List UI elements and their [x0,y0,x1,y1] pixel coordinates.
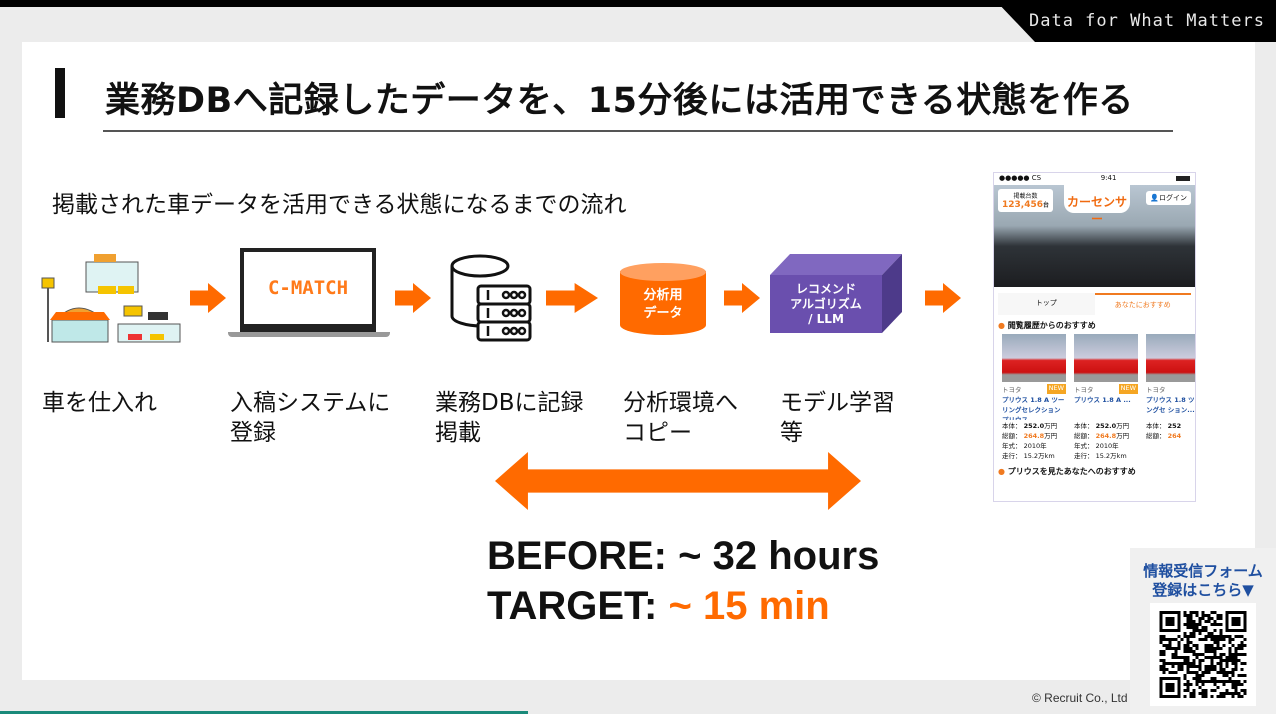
qr-code[interactable] [1150,603,1256,706]
section-heading: ● プリウスを見たあなたへのおすすめ [998,467,1136,476]
brand-logo: カーセンサー [1064,185,1130,226]
box-side [882,254,902,333]
top-bar [0,0,1276,7]
qr-caption: 情報受信フォーム登録はこちら▼ [1143,562,1263,599]
tab-recommend[interactable]: あなたにおすすめ [1094,293,1191,315]
step-label: 分析環境へコピー [623,390,738,446]
recommend-model-box: レコメンド アルゴリズム / LLM [770,275,882,333]
carrier: ●●●●● CS [999,174,1042,182]
step-label: モデル学習等 [780,390,895,446]
target-time: TARGET: ~ 15 min [487,584,830,628]
battery-icon [1176,176,1190,181]
subtitle: 掲載された車データを活用できる状態になるまでの流れ [52,192,627,218]
status-time: 9:41 [1100,174,1117,182]
car-card[interactable]: トヨタ プリウス 1.8 ツーリングセ ション... 本体： 252 総額： 2… [1146,334,1195,460]
step-label: 業務DBに記録掲載 [435,390,584,446]
cylinder-label-line: データ [643,306,683,321]
tagline: Data for What Matters [995,0,1276,42]
box-label-line: アルゴリズム [790,297,862,311]
section-heading: ● 閲覧履歴からのおすすめ [998,321,1096,330]
database-server-icon [450,254,532,342]
page-title: 業務DBへ記録したデータを、15分後には活用できる状態を作る [105,81,1134,121]
progress-line [0,711,528,714]
copyright: © Recruit Co., Ltd [1032,691,1128,705]
step-label: 入稿システムに登録 [230,390,391,446]
login-button[interactable]: 👤ログイン [1146,191,1191,205]
car-dealership-icon [41,254,181,343]
laptop-icon: C-MATCH [228,248,390,340]
analytics-data-cylinder: 分析用 データ [620,263,706,343]
tab-top[interactable]: トップ [998,293,1095,315]
cylinder-label-line: 分析用 [643,288,683,303]
box-label-line: レコメンド [795,282,856,296]
step-label: 車を仕入れ [42,390,157,416]
title-accent-bar [55,68,65,118]
before-time: BEFORE: ~ 32 hours [487,534,880,578]
box-label-line: / LLM [808,312,844,326]
title-divider [103,130,1173,132]
cmatch-logo: C-MATCH [267,277,349,299]
box-top [770,254,902,275]
